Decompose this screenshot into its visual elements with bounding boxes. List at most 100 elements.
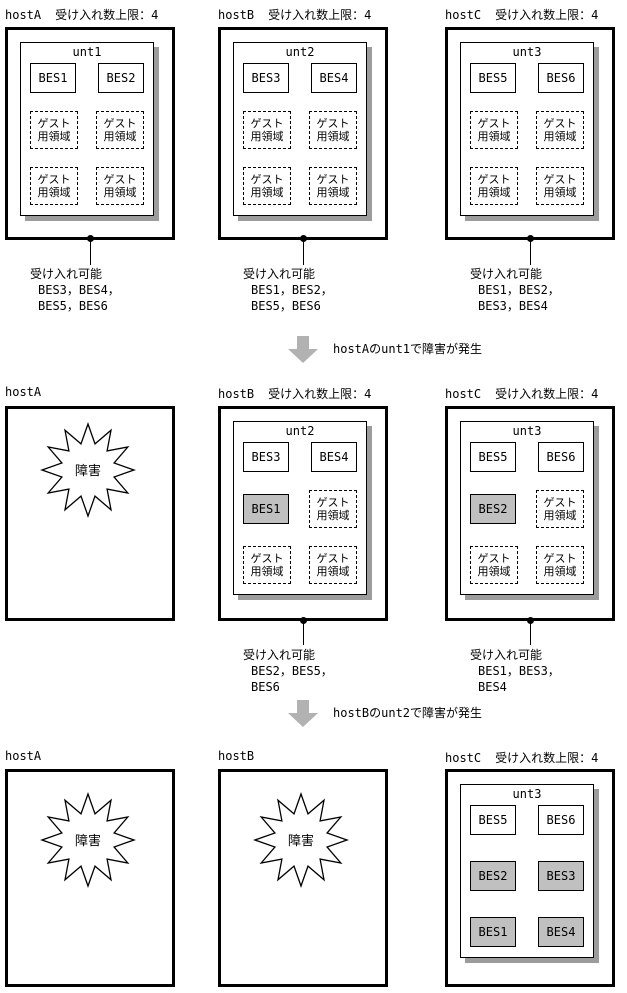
host-box: unt3 BES5 BES6 BES2 BES3 BES1 BES4 (445, 769, 615, 987)
accept-list: 受け入れ可能 BES1，BES2， BES3，BES4 (470, 266, 560, 314)
failure-label: 障害 (288, 833, 314, 849)
bes-cell-occupied: BES2 (470, 861, 516, 891)
accept-line: BES3，BES4 (478, 299, 548, 313)
guest-area-label: 用領域 (543, 186, 577, 199)
host-header: hostB 受け入れ数上限：4 (218, 385, 371, 402)
accept-line: BES6 (251, 680, 280, 694)
cell-row: ゲスト用領域 ゲスト用領域 (470, 546, 584, 584)
accept-line: BES1，BES3， (478, 664, 560, 678)
guest-area-cell: ゲスト用領域 (243, 546, 291, 584)
bes-cell: BES6 (538, 805, 584, 835)
cell-row: BES3 BES4 (243, 63, 357, 93)
cell-row: ゲスト用領域 ゲスト用領域 (243, 546, 357, 584)
guest-area-label: 用領域 (543, 130, 577, 143)
host-name: hostC (445, 751, 482, 765)
unit-grid: BES5 BES6 BES2 BES3 BES1 BES4 (461, 803, 593, 957)
host-box: unt3 BES5 BES6 ゲスト用領域 ゲスト用領域 ゲスト用領域 ゲスト用… (445, 27, 615, 240)
guest-area-label: 用領域 (103, 130, 137, 143)
guest-area-label: 用領域 (37, 186, 71, 199)
accept-line: BES1，BES2， (478, 283, 560, 297)
host-name: hostB (218, 387, 255, 401)
connector-line (90, 240, 91, 265)
accept-line: BES5，BES6 (251, 299, 321, 313)
accept-list: 受け入れ可能 BES1，BES2， BES5，BES6 (243, 266, 333, 314)
accept-line: BES5，BES6 (38, 299, 108, 313)
guest-area-label: 用領域 (250, 565, 284, 578)
unit-box: unt2 BES3 BES4 BES1 ゲスト用領域 ゲスト用領域 ゲスト用領域 (233, 421, 367, 595)
down-arrow-icon (288, 336, 318, 363)
bes-cell: BES4 (311, 63, 357, 93)
cell-row: ゲスト用領域 ゲスト用領域 (30, 111, 144, 149)
bes-cell: BES5 (470, 442, 516, 472)
connector-line (303, 621, 304, 645)
guest-area-cell: ゲスト用領域 (309, 490, 357, 528)
guest-area-label: ゲスト (316, 496, 350, 509)
guest-area-label: 用領域 (37, 130, 71, 143)
arrow-caption: hostAのunt1で障害が発生 (333, 342, 483, 356)
guest-area-label: 用領域 (477, 130, 511, 143)
cell-row: BES1 ゲスト用領域 (243, 490, 357, 528)
cell-row: BES3 BES4 (243, 442, 357, 472)
unit-box: unt3 BES5 BES6 BES2 ゲスト用領域 ゲスト用領域 ゲスト用領域 (460, 421, 594, 595)
arrow-caption: hostBのunt2で障害が発生 (333, 706, 483, 720)
bes-cell: BES6 (538, 63, 584, 93)
unit-grid: BES3 BES4 BES1 ゲスト用領域 ゲスト用領域 ゲスト用領域 (234, 440, 366, 594)
guest-area-label: 用領域 (543, 565, 577, 578)
guest-area-cell: ゲスト用領域 (30, 167, 78, 205)
bes-cell: BES4 (311, 442, 357, 472)
cell-row: BES1 BES4 (470, 917, 584, 947)
host-name: hostA (5, 8, 42, 22)
unit-box: unt3 BES5 BES6 ゲスト用領域 ゲスト用領域 ゲスト用領域 ゲスト用… (460, 42, 594, 216)
host-limit: 受け入れ数上限：4 (268, 8, 372, 22)
guest-area-label: ゲスト (543, 173, 577, 186)
guest-area-cell: ゲスト用領域 (243, 167, 291, 205)
bes-cell: BES6 (538, 442, 584, 472)
down-arrow-icon (288, 700, 318, 727)
guest-area-label: 用領域 (316, 509, 350, 522)
host-name: hostB (218, 749, 255, 763)
unit-box: unt3 BES5 BES6 BES2 BES3 BES1 BES4 (460, 784, 594, 958)
guest-area-label: 用領域 (316, 130, 350, 143)
guest-area-label: ゲスト (250, 552, 284, 565)
guest-area-label: ゲスト (250, 117, 284, 130)
unit-label: unt1 (72, 45, 102, 59)
connector-dot (527, 617, 534, 624)
bes-cell-occupied: BES1 (243, 494, 289, 524)
guest-area-cell: ゲスト用領域 (470, 546, 518, 584)
host-box: unt1 BES1 BES2 ゲスト用領域 ゲスト用領域 ゲスト用領域 ゲスト用… (5, 27, 175, 240)
host-box: unt2 BES3 BES4 ゲスト用領域 ゲスト用領域 ゲスト用領域 ゲスト用… (218, 27, 388, 240)
accept-title: 受け入れ可能 (470, 267, 543, 281)
guest-area-label: 用領域 (477, 186, 511, 199)
guest-area-label: ゲスト (477, 552, 511, 565)
host-limit: 受け入れ数上限：4 (495, 8, 599, 22)
cell-row: BES1 BES2 (30, 63, 144, 93)
failure-burst: 障害 (253, 792, 349, 888)
guest-area-label: ゲスト (37, 117, 71, 130)
unit-label: unt3 (512, 424, 542, 438)
failure-burst: 障害 (40, 792, 136, 888)
unit-box: unt1 BES1 BES2 ゲスト用領域 ゲスト用領域 ゲスト用領域 ゲスト用… (20, 42, 154, 216)
failure-burst: 障害 (40, 422, 136, 518)
bes-cell: BES5 (470, 63, 516, 93)
unit-box: unt2 BES3 BES4 ゲスト用領域 ゲスト用領域 ゲスト用領域 ゲスト用… (233, 42, 367, 216)
bes-cell-occupied: BES2 (470, 494, 516, 524)
cell-row: BES5 BES6 (470, 442, 584, 472)
bes-cell: BES3 (243, 63, 289, 93)
cell-row: ゲスト用領域 ゲスト用領域 (243, 111, 357, 149)
bes-cell-occupied: BES1 (470, 917, 516, 947)
accept-title: 受け入れ可能 (243, 648, 316, 662)
host-limit: 受け入れ数上限：4 (268, 387, 372, 401)
guest-area-label: ゲスト (316, 117, 350, 130)
guest-area-cell: ゲスト用領域 (96, 111, 144, 149)
host-box: unt2 BES3 BES4 BES1 ゲスト用領域 ゲスト用領域 ゲスト用領域 (218, 406, 388, 621)
unit-grid: BES5 BES6 BES2 ゲスト用領域 ゲスト用領域 ゲスト用領域 (461, 440, 593, 594)
accept-list: 受け入れ可能 BES3，BES4， BES5，BES6 (30, 266, 120, 314)
unit-grid: BES1 BES2 ゲスト用領域 ゲスト用領域 ゲスト用領域 ゲスト用領域 (21, 61, 153, 215)
host-box: unt3 BES5 BES6 BES2 ゲスト用領域 ゲスト用領域 ゲスト用領域 (445, 406, 615, 621)
unit-grid: BES3 BES4 ゲスト用領域 ゲスト用領域 ゲスト用領域 ゲスト用領域 (234, 61, 366, 215)
cell-row: ゲスト用領域 ゲスト用領域 (30, 167, 144, 205)
